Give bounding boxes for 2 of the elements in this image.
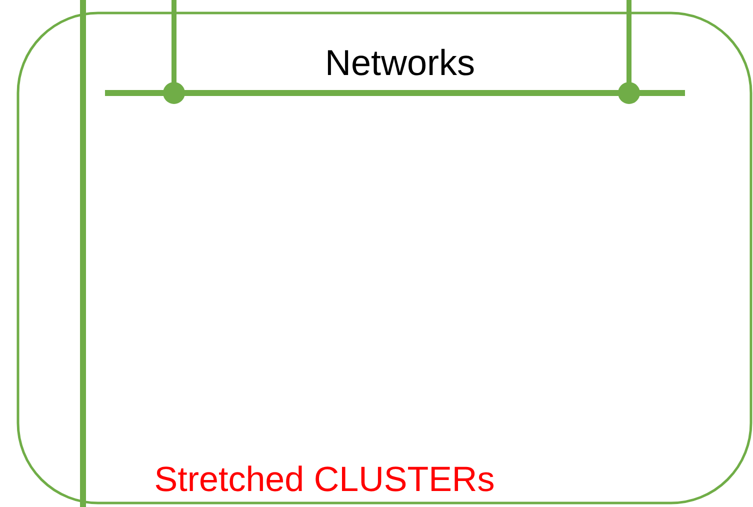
network-label: Networks bbox=[325, 42, 476, 84]
cluster-title: Stretched CLUSTERs bbox=[154, 460, 495, 500]
